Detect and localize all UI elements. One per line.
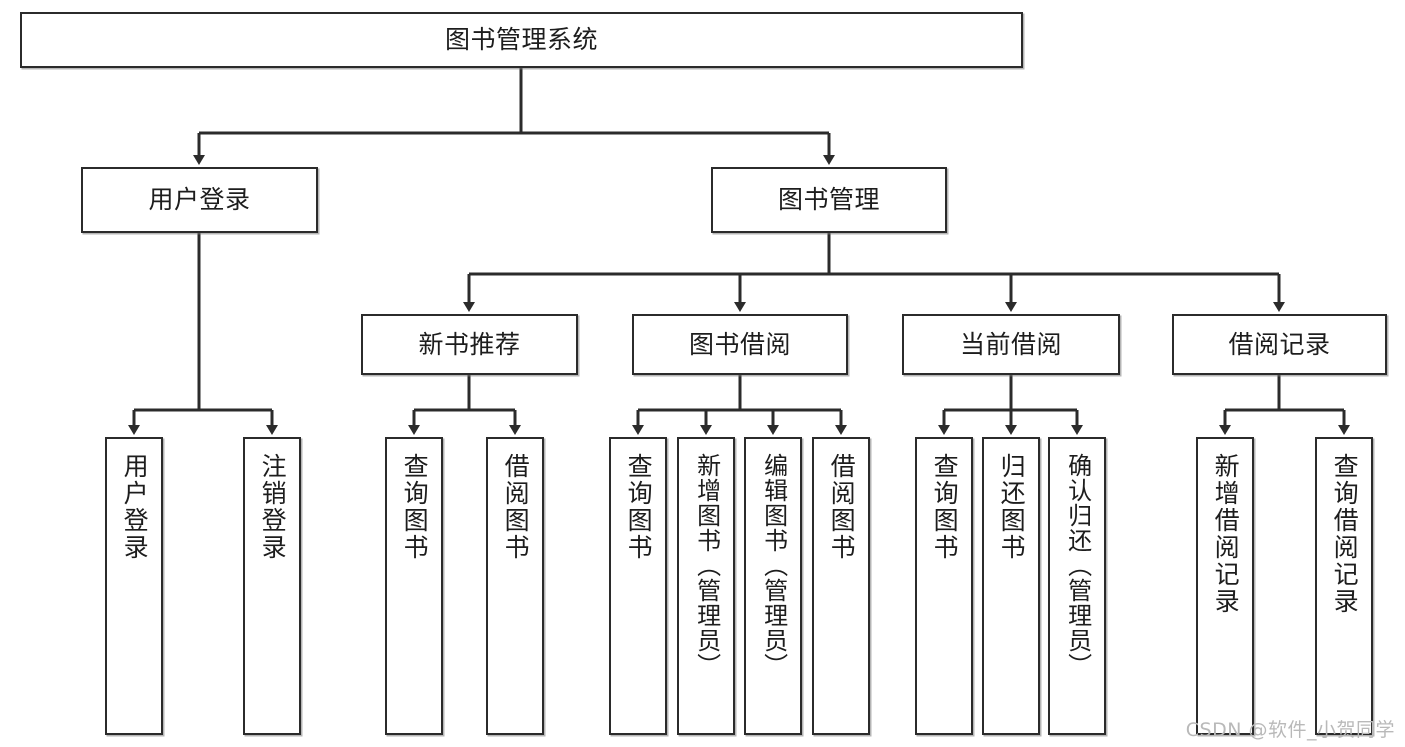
- node-book-manage-label: 图书管理: [777, 185, 880, 215]
- node-leaf-borrow-book-label: 借阅图书: [827, 453, 857, 561]
- node-new-book-rec-label: 新书推荐: [418, 329, 521, 359]
- node-leaf-edit-book[interactable]: 编辑图书（管理员）: [744, 437, 802, 735]
- node-leaf-query-record[interactable]: 查询借阅记录: [1315, 437, 1373, 735]
- node-borrow-record-label: 借阅记录: [1228, 329, 1331, 359]
- node-leaf-add-record-label: 新增借阅记录: [1211, 453, 1241, 615]
- node-leaf-return-book[interactable]: 归还图书: [982, 437, 1040, 735]
- node-leaf-borrow-book-rec[interactable]: 借阅图书: [486, 437, 544, 735]
- node-current-borrow[interactable]: 当前借阅: [902, 314, 1120, 375]
- node-leaf-logout-label: 注销登录: [258, 453, 288, 561]
- node-new-book-rec[interactable]: 新书推荐: [361, 314, 578, 375]
- node-leaf-query-book-rec[interactable]: 查询图书: [385, 437, 443, 735]
- node-leaf-logout[interactable]: 注销登录: [243, 437, 301, 735]
- node-leaf-confirm-return[interactable]: 确认归还（管理员）: [1048, 437, 1106, 735]
- node-leaf-confirm-return-label: 确认归还（管理员）: [1063, 453, 1092, 678]
- node-book-borrow-label: 图书借阅: [688, 329, 791, 359]
- node-book-borrow[interactable]: 图书借阅: [632, 314, 848, 375]
- node-leaf-add-book-label: 新增图书（管理员）: [692, 453, 721, 678]
- node-leaf-borrow-book-rec-label: 借阅图书: [501, 453, 531, 561]
- node-leaf-query-book-rec-label: 查询图书: [400, 453, 430, 561]
- node-leaf-user-login-label: 用户登录: [120, 453, 150, 561]
- node-leaf-borrow-book[interactable]: 借阅图书: [812, 437, 870, 735]
- node-leaf-query-record-label: 查询借阅记录: [1330, 453, 1360, 615]
- node-leaf-edit-book-label: 编辑图书（管理员）: [759, 453, 788, 678]
- node-borrow-record[interactable]: 借阅记录: [1172, 314, 1387, 375]
- node-leaf-query-book-label: 查询图书: [624, 453, 654, 561]
- node-book-manage[interactable]: 图书管理: [711, 167, 947, 233]
- node-current-borrow-label: 当前借阅: [959, 329, 1062, 359]
- node-leaf-query-book[interactable]: 查询图书: [609, 437, 667, 735]
- node-leaf-return-book-label: 归还图书: [997, 453, 1027, 561]
- node-leaf-query-current-label: 查询图书: [930, 453, 960, 561]
- node-leaf-user-login[interactable]: 用户登录: [105, 437, 163, 735]
- node-user-login-label: 用户登录: [148, 185, 251, 215]
- node-leaf-query-current[interactable]: 查询图书: [915, 437, 973, 735]
- node-leaf-add-book[interactable]: 新增图书（管理员）: [677, 437, 735, 735]
- watermark: CSDN @软件_小贺同学: [1185, 719, 1395, 741]
- node-user-login[interactable]: 用户登录: [81, 167, 318, 233]
- node-leaf-add-record[interactable]: 新增借阅记录: [1196, 437, 1254, 735]
- node-root[interactable]: 图书管理系统: [20, 12, 1023, 68]
- node-root-label: 图书管理系统: [444, 25, 598, 55]
